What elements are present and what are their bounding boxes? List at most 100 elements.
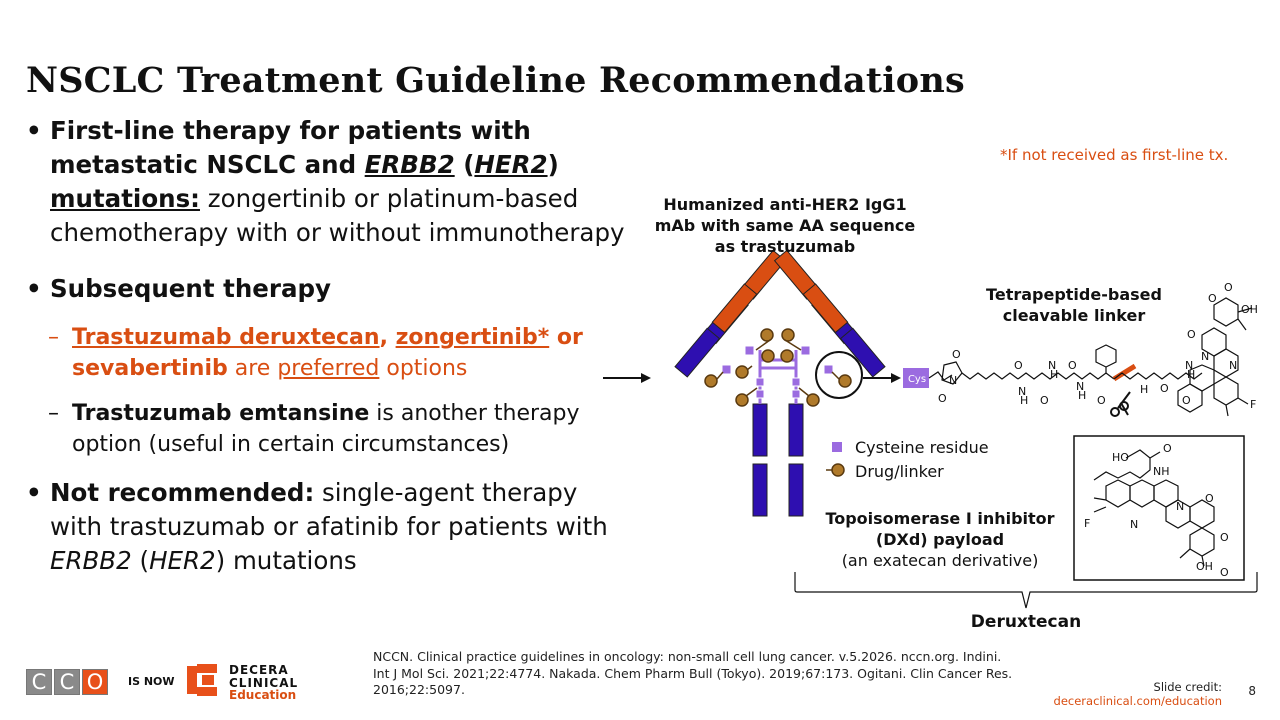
arrow-to-linker <box>863 373 901 383</box>
bullet-list: • First-line therapy for patients with m… <box>26 114 626 578</box>
her2-gene: HER2 <box>149 546 216 575</box>
svg-text:N: N <box>949 374 957 387</box>
cys-box <box>903 368 929 388</box>
sub-bullet-preferred: – Trastuzumab deruxtecan, zongertinib* o… <box>26 322 626 384</box>
options-text: options <box>379 356 468 381</box>
paren-open: ( <box>454 150 475 179</box>
svg-text:NH: NH <box>1153 465 1170 478</box>
linker-structure <box>903 297 1253 417</box>
svg-text:N: N <box>1076 380 1084 393</box>
drug-zongertinib: zongertinib* <box>395 325 550 350</box>
light-chain-left <box>674 283 758 378</box>
antibody <box>674 249 886 517</box>
antibody-label: Humanized anti-HER2 IgG1 mAb with same A… <box>654 195 916 256</box>
deruxtecan-bracket <box>794 572 1258 609</box>
footnote: *If not received as first-line tx. <box>1000 146 1229 164</box>
not-recommended-text: single-agent therapy with trastuzumab or… <box>50 478 608 541</box>
svg-text:F: F <box>1250 398 1256 411</box>
page-number: 8 <box>1248 684 1256 698</box>
dash: – <box>48 325 59 350</box>
deruxtecan-label: Deruxtecan <box>970 612 1082 632</box>
svg-text:O: O <box>1163 442 1172 455</box>
paren-open: ( <box>131 546 150 575</box>
comma: , <box>379 325 396 350</box>
decera-line: CLINICAL <box>229 675 299 690</box>
svg-text:N: N <box>1130 518 1138 531</box>
references: NCCN. Clinical practice guidelines in on… <box>373 649 1013 697</box>
slide-credit: Slide credit: deceraclinical.com/educati… <box>1054 680 1222 708</box>
linker-label: Tetrapeptide-based cleavable linker <box>986 285 1162 325</box>
drug-sevabertinib: sevabertinib <box>72 356 228 381</box>
bullet-dot: • <box>26 478 42 507</box>
svg-text:N: N <box>1229 359 1237 372</box>
is-now-text: IS NOW <box>128 675 175 688</box>
dash: – <box>48 401 59 426</box>
preferred-text: preferred <box>277 356 380 381</box>
cco-letter: C <box>26 669 52 695</box>
are-text: are <box>227 356 278 381</box>
svg-text:O: O <box>1182 394 1191 407</box>
drug-tdm1: Trastuzumab emtansine <box>72 401 370 426</box>
subsequent-heading: Subsequent therapy <box>50 274 331 303</box>
cco-letter: O <box>82 669 108 695</box>
payload-title: Topoisomerase I inhibitor (DXd) payload <box>825 509 1055 549</box>
svg-text:O: O <box>1224 281 1233 294</box>
svg-text:H: H <box>1078 389 1086 402</box>
legend-markers <box>826 442 845 477</box>
drug-tdxd: Trastuzumab deruxtecan <box>72 325 380 350</box>
payload-subtitle: (an exatecan derivative) <box>841 551 1039 570</box>
svg-text:N: N <box>1201 350 1209 363</box>
sub-bullet-emtansine: – Trastuzumab emtansine is another thera… <box>26 398 626 460</box>
svg-text:H: H <box>1050 368 1058 381</box>
credit-link[interactable]: deceraclinical.com/education <box>1053 694 1222 708</box>
arrow-to-antibody <box>603 373 651 383</box>
cysteine-residues <box>721 345 834 399</box>
svg-text:N: N <box>1048 359 1056 372</box>
payload-box: HO O NH F N N O O OH O <box>1073 435 1245 581</box>
bullet-first-line: • First-line therapy for patients with m… <box>26 114 626 250</box>
svg-text:H: H <box>1020 394 1028 407</box>
decera-line: DECERA <box>229 663 289 677</box>
svg-text:HO: HO <box>1112 451 1129 464</box>
decera-line: Education <box>229 688 297 702</box>
decera-logo-icon <box>187 664 217 696</box>
svg-text:O: O <box>1040 394 1049 407</box>
legend-cysteine: Cysteine residue <box>855 438 989 457</box>
mutations-label: mutations: <box>50 184 200 213</box>
svg-text:O: O <box>1205 492 1214 505</box>
erbb2-gene: ERBB2 <box>50 546 132 575</box>
svg-text:O: O <box>1187 328 1196 341</box>
her2-gene: HER2 <box>474 150 548 179</box>
erbb2-gene: ERBB2 <box>364 150 455 179</box>
not-recommended-heading: Not recommended: <box>50 478 315 507</box>
cco-logo: C C O <box>26 669 110 695</box>
svg-text:O: O <box>1068 359 1077 372</box>
drug-linker-payloads <box>704 328 852 407</box>
or-text: or <box>549 325 583 350</box>
svg-text:O: O <box>938 392 947 405</box>
scissors-icon <box>1110 391 1131 417</box>
bullet-not-recommended: • Not recommended: single-agent therapy … <box>26 476 626 578</box>
first-line-heading: First-line therapy for patients with met… <box>50 116 531 179</box>
zoom-circle <box>815 351 863 399</box>
bullet-dot: • <box>26 274 42 303</box>
atom-labels: Cys O O N O N H O N H O N H O H O O N H … <box>908 281 1258 411</box>
first-line-options: zongertinib or platinum-based chemothera… <box>50 184 625 247</box>
fc-region <box>752 403 804 517</box>
svg-text:N: N <box>1018 385 1026 398</box>
svg-text:O: O <box>1220 566 1229 579</box>
drug-legend-swatch <box>831 463 845 477</box>
drug-linker-tethers <box>716 339 840 397</box>
cysteine-legend-swatch <box>832 442 842 452</box>
svg-text:H: H <box>1187 368 1195 381</box>
svg-text:O: O <box>1220 531 1229 544</box>
cys-label: Cys <box>908 374 926 385</box>
cco-letter: C <box>54 669 80 695</box>
light-chain-right <box>802 283 886 378</box>
svg-text:F: F <box>1084 517 1090 530</box>
svg-text:N: N <box>1185 359 1193 372</box>
credit-label: Slide credit: <box>1153 680 1222 694</box>
svg-text:O: O <box>1097 394 1106 407</box>
bullet-dot: • <box>26 116 42 145</box>
